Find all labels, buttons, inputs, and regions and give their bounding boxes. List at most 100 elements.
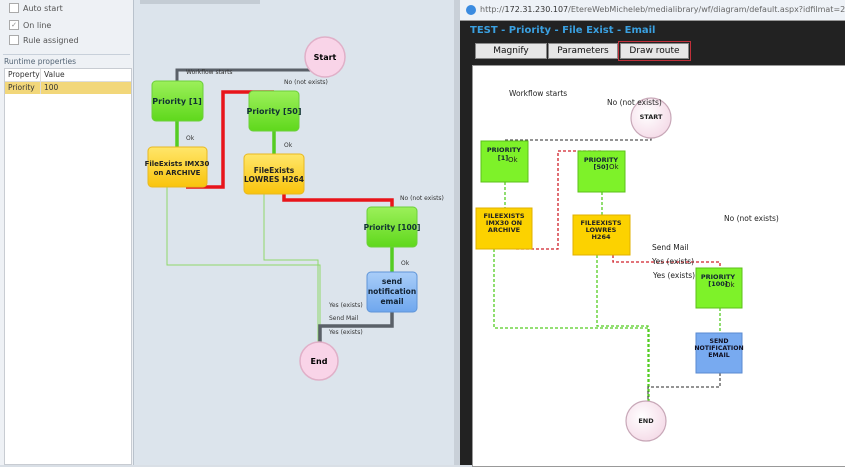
node-label: PRIORITY	[487, 146, 522, 154]
diagram-title: TEST - Priority - File Exist - Email	[470, 25, 656, 36]
rule-assigned-label: Rule assigned	[23, 35, 79, 45]
node-label: ARCHIVE	[488, 226, 520, 234]
vertical-scrollbar[interactable]	[454, 0, 460, 465]
node-label: email	[380, 297, 403, 306]
node-label: H264	[591, 233, 610, 241]
node-priority-100[interactable]: Priority [100]	[364, 206, 421, 248]
draw-route-button[interactable]: Draw route	[618, 41, 691, 61]
web-node-start[interactable]: START	[630, 97, 672, 139]
label-send-mail: Send Mail	[652, 243, 689, 252]
node-label: Start	[314, 53, 337, 62]
label-ok: Ok	[284, 142, 293, 149]
node-label: FileExists	[254, 166, 295, 175]
properties-panel: Auto start ✓ On line Rule assigned Runtim…	[0, 0, 134, 465]
node-label: send	[382, 277, 402, 286]
web-node-priority-1[interactable]: PRIORITY[1]Ok	[480, 140, 529, 183]
node-label: Priority [1]	[152, 97, 201, 106]
web-connector-send-end[interactable]	[647, 373, 721, 401]
connector-send-end[interactable]	[318, 312, 394, 342]
node-label: LOWRES	[586, 226, 617, 234]
label-no-not-exists: No (not exists)	[284, 79, 328, 86]
node-label: End	[311, 357, 328, 366]
node-label: EMAIL	[708, 352, 729, 359]
rule-assigned-checkbox[interactable]: Rule assigned	[9, 35, 79, 45]
node-label: [50]	[594, 163, 609, 171]
label-workflow-starts: Workflow starts	[509, 89, 567, 98]
label-yes-exists: Yes (exists)	[328, 329, 363, 336]
node-label: Priority [100]	[364, 223, 421, 232]
online-label: On line	[23, 20, 52, 30]
node-label: on ARCHIVE	[154, 169, 201, 177]
magnify-button[interactable]: Magnify	[475, 43, 547, 59]
label-ok: Ok	[609, 163, 620, 171]
header-value: Value	[44, 70, 65, 79]
node-label: FILEEXISTS	[580, 219, 621, 227]
url-prefix: http://	[480, 5, 505, 14]
node-label: END	[638, 417, 654, 425]
checkbox-box[interactable]	[9, 35, 19, 45]
divider	[3, 54, 130, 55]
auto-start-checkbox[interactable]: Auto start	[9, 3, 63, 13]
auto-start-label: Auto start	[23, 3, 63, 13]
connector-yes-imx30-end[interactable]	[166, 187, 321, 342]
label-workflow-starts: Workflow starts	[186, 69, 233, 76]
header-property: Property	[5, 69, 41, 81]
node-label: NOTIFICATION	[694, 345, 743, 352]
web-node-priority-50[interactable]: PRIORITY[50]Ok	[577, 150, 626, 193]
connector-yes-lowres-end[interactable]	[263, 194, 319, 342]
label-no-not-exists: No (not exists)	[400, 195, 444, 202]
node-label: Priority [50]	[246, 107, 301, 116]
web-connector-yes-imx30-end[interactable]	[493, 249, 650, 401]
node-end[interactable]: End	[299, 341, 339, 381]
connector-route-lowres-priority100[interactable]	[282, 194, 394, 207]
checkbox-box[interactable]	[9, 3, 19, 13]
node-label: [1]	[498, 154, 508, 162]
label-ok: Ok	[725, 281, 736, 289]
node-label: PRIORITY	[584, 156, 619, 164]
node-start[interactable]: Start	[304, 36, 346, 78]
node-label: PRIORITY	[701, 273, 736, 281]
label-yes-exists: Yes (exists)	[651, 257, 694, 266]
label-no-not-exists: No (not exists)	[724, 214, 779, 223]
node-label: LOWRES H264	[244, 175, 304, 184]
runtime-properties-title: Runtime properties	[4, 57, 76, 66]
node-label: FileExists IMX30	[145, 160, 210, 168]
editor-diagram: Start Priority [1] Priority [50] FileExi…	[145, 36, 444, 381]
node-label: SEND	[710, 338, 729, 345]
cell-value[interactable]: 100	[44, 83, 59, 92]
parameters-button[interactable]: Parameters	[548, 43, 618, 59]
address-bar[interactable]: http://172.31.230.107/EtereWebMicheleb/m…	[460, 0, 845, 21]
node-priority-50[interactable]: Priority [50]	[246, 90, 302, 132]
toolbar-strip	[140, 0, 260, 4]
label-ok: Ok	[508, 156, 519, 164]
online-checkbox[interactable]: ✓ On line	[9, 20, 51, 30]
node-label: START	[640, 113, 663, 121]
label-ok: Ok	[401, 260, 410, 267]
node-label: [100]	[708, 280, 728, 288]
web-connector-route-lowres-priority100[interactable]	[612, 255, 721, 268]
web-node-end[interactable]: END	[625, 400, 667, 442]
label-send-mail: Send Mail	[329, 315, 359, 322]
node-label: IMX30 ON	[486, 219, 522, 227]
label-yes-exists: Yes (exists)	[328, 302, 363, 309]
label-no-not-exists: No (not exists)	[607, 98, 662, 107]
node-label: FILEEXISTS	[483, 212, 524, 220]
node-priority-1[interactable]: Priority [1]	[151, 80, 204, 122]
web-connector-yes-lowres-end[interactable]	[596, 255, 649, 401]
checkbox-checked-icon[interactable]: ✓	[9, 20, 19, 30]
cell-property: Priority	[5, 82, 41, 94]
url-host: 172.31.230.107	[504, 5, 569, 14]
label-yes-exists: Yes (exists)	[652, 271, 695, 280]
web-node-priority-100[interactable]: PRIORITY[100]Ok	[695, 267, 743, 309]
url-path: /EtereWebMicheleb/medialibrary/wf/diagra…	[568, 5, 845, 14]
